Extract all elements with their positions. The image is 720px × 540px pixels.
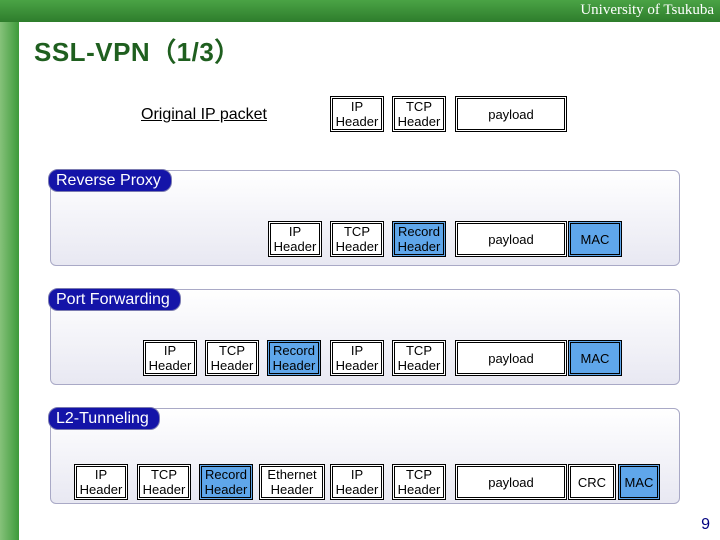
l2-ethernet-header-box: Ethernet Header [259, 464, 325, 500]
l2-tcp-header-box: TCP Header [137, 464, 191, 500]
box-text: CRC [577, 474, 607, 490]
original-packet-label: Original IP packet [141, 106, 267, 123]
pf-inner-ip-header-box: IP Header [330, 340, 384, 376]
l2-inner-tcp-header-box: TCP Header [392, 464, 446, 500]
header-bar: University of Tsukuba [0, 0, 720, 22]
box-text: IP Header [273, 224, 317, 254]
box-text: Record Header [272, 343, 316, 373]
l2-ip-header-box: IP Header [74, 464, 128, 500]
original-ip-header-box: IP Header [330, 96, 384, 132]
box-text: TCP Header [210, 343, 254, 373]
box-text: MAC [580, 350, 610, 366]
rp-record-header-box: Record Header [392, 221, 446, 257]
page-number: 9 [701, 516, 710, 533]
box-text: IP Header [335, 99, 379, 129]
box-text: IP Header [335, 467, 379, 497]
box-text: TCP Header [397, 99, 441, 129]
box-text: IP Header [335, 343, 379, 373]
rp-payload-box: payload [455, 221, 567, 257]
rp-tcp-header-box: TCP Header [330, 221, 384, 257]
box-text: payload [488, 350, 534, 366]
l2-payload-box: payload [455, 464, 567, 500]
pf-ip-header-box: IP Header [143, 340, 197, 376]
original-payload-box: payload [455, 96, 567, 132]
pf-mac-box: MAC [568, 340, 622, 376]
box-text: TCP Header [397, 343, 441, 373]
box-text: Ethernet Header [267, 467, 317, 497]
l2-mac-box: MAC [618, 464, 660, 500]
university-name: University of Tsukuba [580, 2, 714, 18]
box-text: Record Header [397, 224, 441, 254]
box-text: MAC [580, 231, 610, 247]
reverse-proxy-tag: Reverse Proxy [48, 169, 172, 192]
box-text: TCP Header [397, 467, 441, 497]
l2-inner-ip-header-box: IP Header [330, 464, 384, 500]
pf-inner-tcp-header-box: TCP Header [392, 340, 446, 376]
rp-mac-box: MAC [568, 221, 622, 257]
l2-record-header-box: Record Header [199, 464, 253, 500]
box-text: payload [488, 231, 534, 247]
rp-ip-header-box: IP Header [268, 221, 322, 257]
original-tcp-header-box: TCP Header [392, 96, 446, 132]
box-text: payload [488, 106, 534, 122]
box-text: payload [488, 474, 534, 490]
left-green-band [0, 0, 19, 540]
pf-record-header-box: Record Header [267, 340, 321, 376]
box-text: MAC [624, 474, 654, 490]
box-text: Record Header [204, 467, 248, 497]
box-text: TCP Header [335, 224, 379, 254]
box-text: IP Header [148, 343, 192, 373]
pf-tcp-header-box: TCP Header [205, 340, 259, 376]
box-text: TCP Header [142, 467, 186, 497]
pf-payload-box: payload [455, 340, 567, 376]
port-forwarding-tag: Port Forwarding [48, 288, 181, 311]
l2-tunneling-tag: L2-Tunneling [48, 407, 160, 430]
l2-crc-box: CRC [568, 464, 616, 500]
slide-title: SSL-VPN（1/3） [34, 37, 241, 67]
box-text: IP Header [79, 467, 123, 497]
